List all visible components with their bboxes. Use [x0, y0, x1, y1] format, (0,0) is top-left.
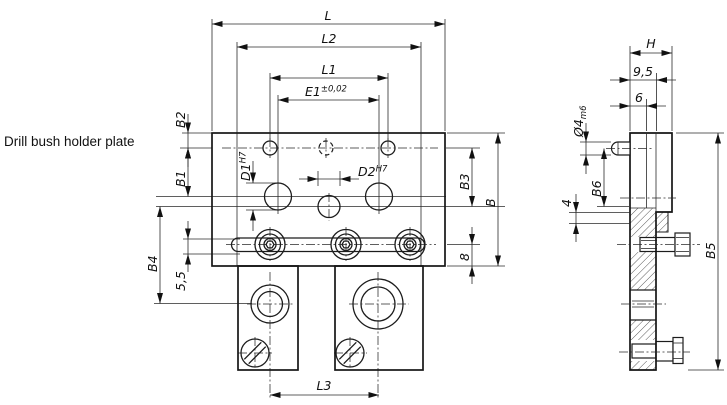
section-bore-window: [630, 289, 656, 321]
side-dimension-labels: H 9,5 6 Ø4m6 B6 4 B5: [559, 36, 718, 259]
dowel-holes: [262, 140, 396, 156]
side-dimension-lines: [573, 50, 721, 370]
label-L: L: [325, 8, 332, 23]
label-B6: B6: [589, 180, 604, 197]
front-view: L L2 L1 E1±0,02 B2 B1 B4 5,5 D1H7 D2H7 B…: [145, 8, 505, 399]
side-centerlines: [606, 148, 700, 353]
label-slot-width: 5,5: [173, 271, 188, 291]
bush-slot-row: [230, 228, 426, 261]
label-9-5: 9,5: [633, 64, 653, 79]
label-L1: L1: [322, 62, 337, 77]
label-D2: D2H7: [358, 164, 388, 179]
holder-plate-outline: [211, 132, 446, 267]
front-centerlines: [222, 138, 438, 399]
label-pin-diameter: Ø4m6: [571, 105, 589, 138]
left-block-outline: [237, 265, 299, 371]
bush-seat-holes: [263, 182, 394, 219]
clamp-screw-right: [335, 338, 365, 368]
label-4: 4: [559, 199, 574, 207]
label-edge-offset: 8: [457, 253, 472, 261]
label-B: B: [483, 198, 498, 207]
front-dimension-labels: L L2 L1 E1±0,02 B2 B1 B4 5,5 D1H7 D2H7 B…: [145, 8, 498, 393]
drawing-title: Drill bush holder plate: [4, 134, 135, 149]
label-B2: B2: [173, 111, 188, 128]
label-L3: L3: [317, 378, 332, 393]
label-E1: E1±0,02: [305, 84, 347, 99]
label-B4: B4: [145, 255, 160, 272]
drill-bush-3: [394, 228, 426, 261]
lower-clamp-screw: [631, 336, 684, 365]
label-6: 6: [635, 90, 643, 105]
clamp-screw-left: [240, 338, 270, 368]
label-D1: D1H7: [238, 151, 253, 181]
label-B1: B1: [173, 170, 188, 187]
right-block-outline: [334, 265, 424, 371]
block-bores: [250, 278, 404, 330]
side-view: H 9,5 6 Ø4m6 B6 4 B5: [559, 36, 724, 371]
drill-bush-1: [254, 228, 286, 261]
front-dimension-lines: [157, 21, 501, 398]
label-B5: B5: [703, 242, 718, 259]
section-hatch: [630, 207, 669, 370]
label-B3: B3: [457, 173, 472, 190]
drill-bush-2: [330, 228, 362, 261]
label-H: H: [646, 36, 656, 51]
label-L2: L2: [322, 31, 337, 46]
